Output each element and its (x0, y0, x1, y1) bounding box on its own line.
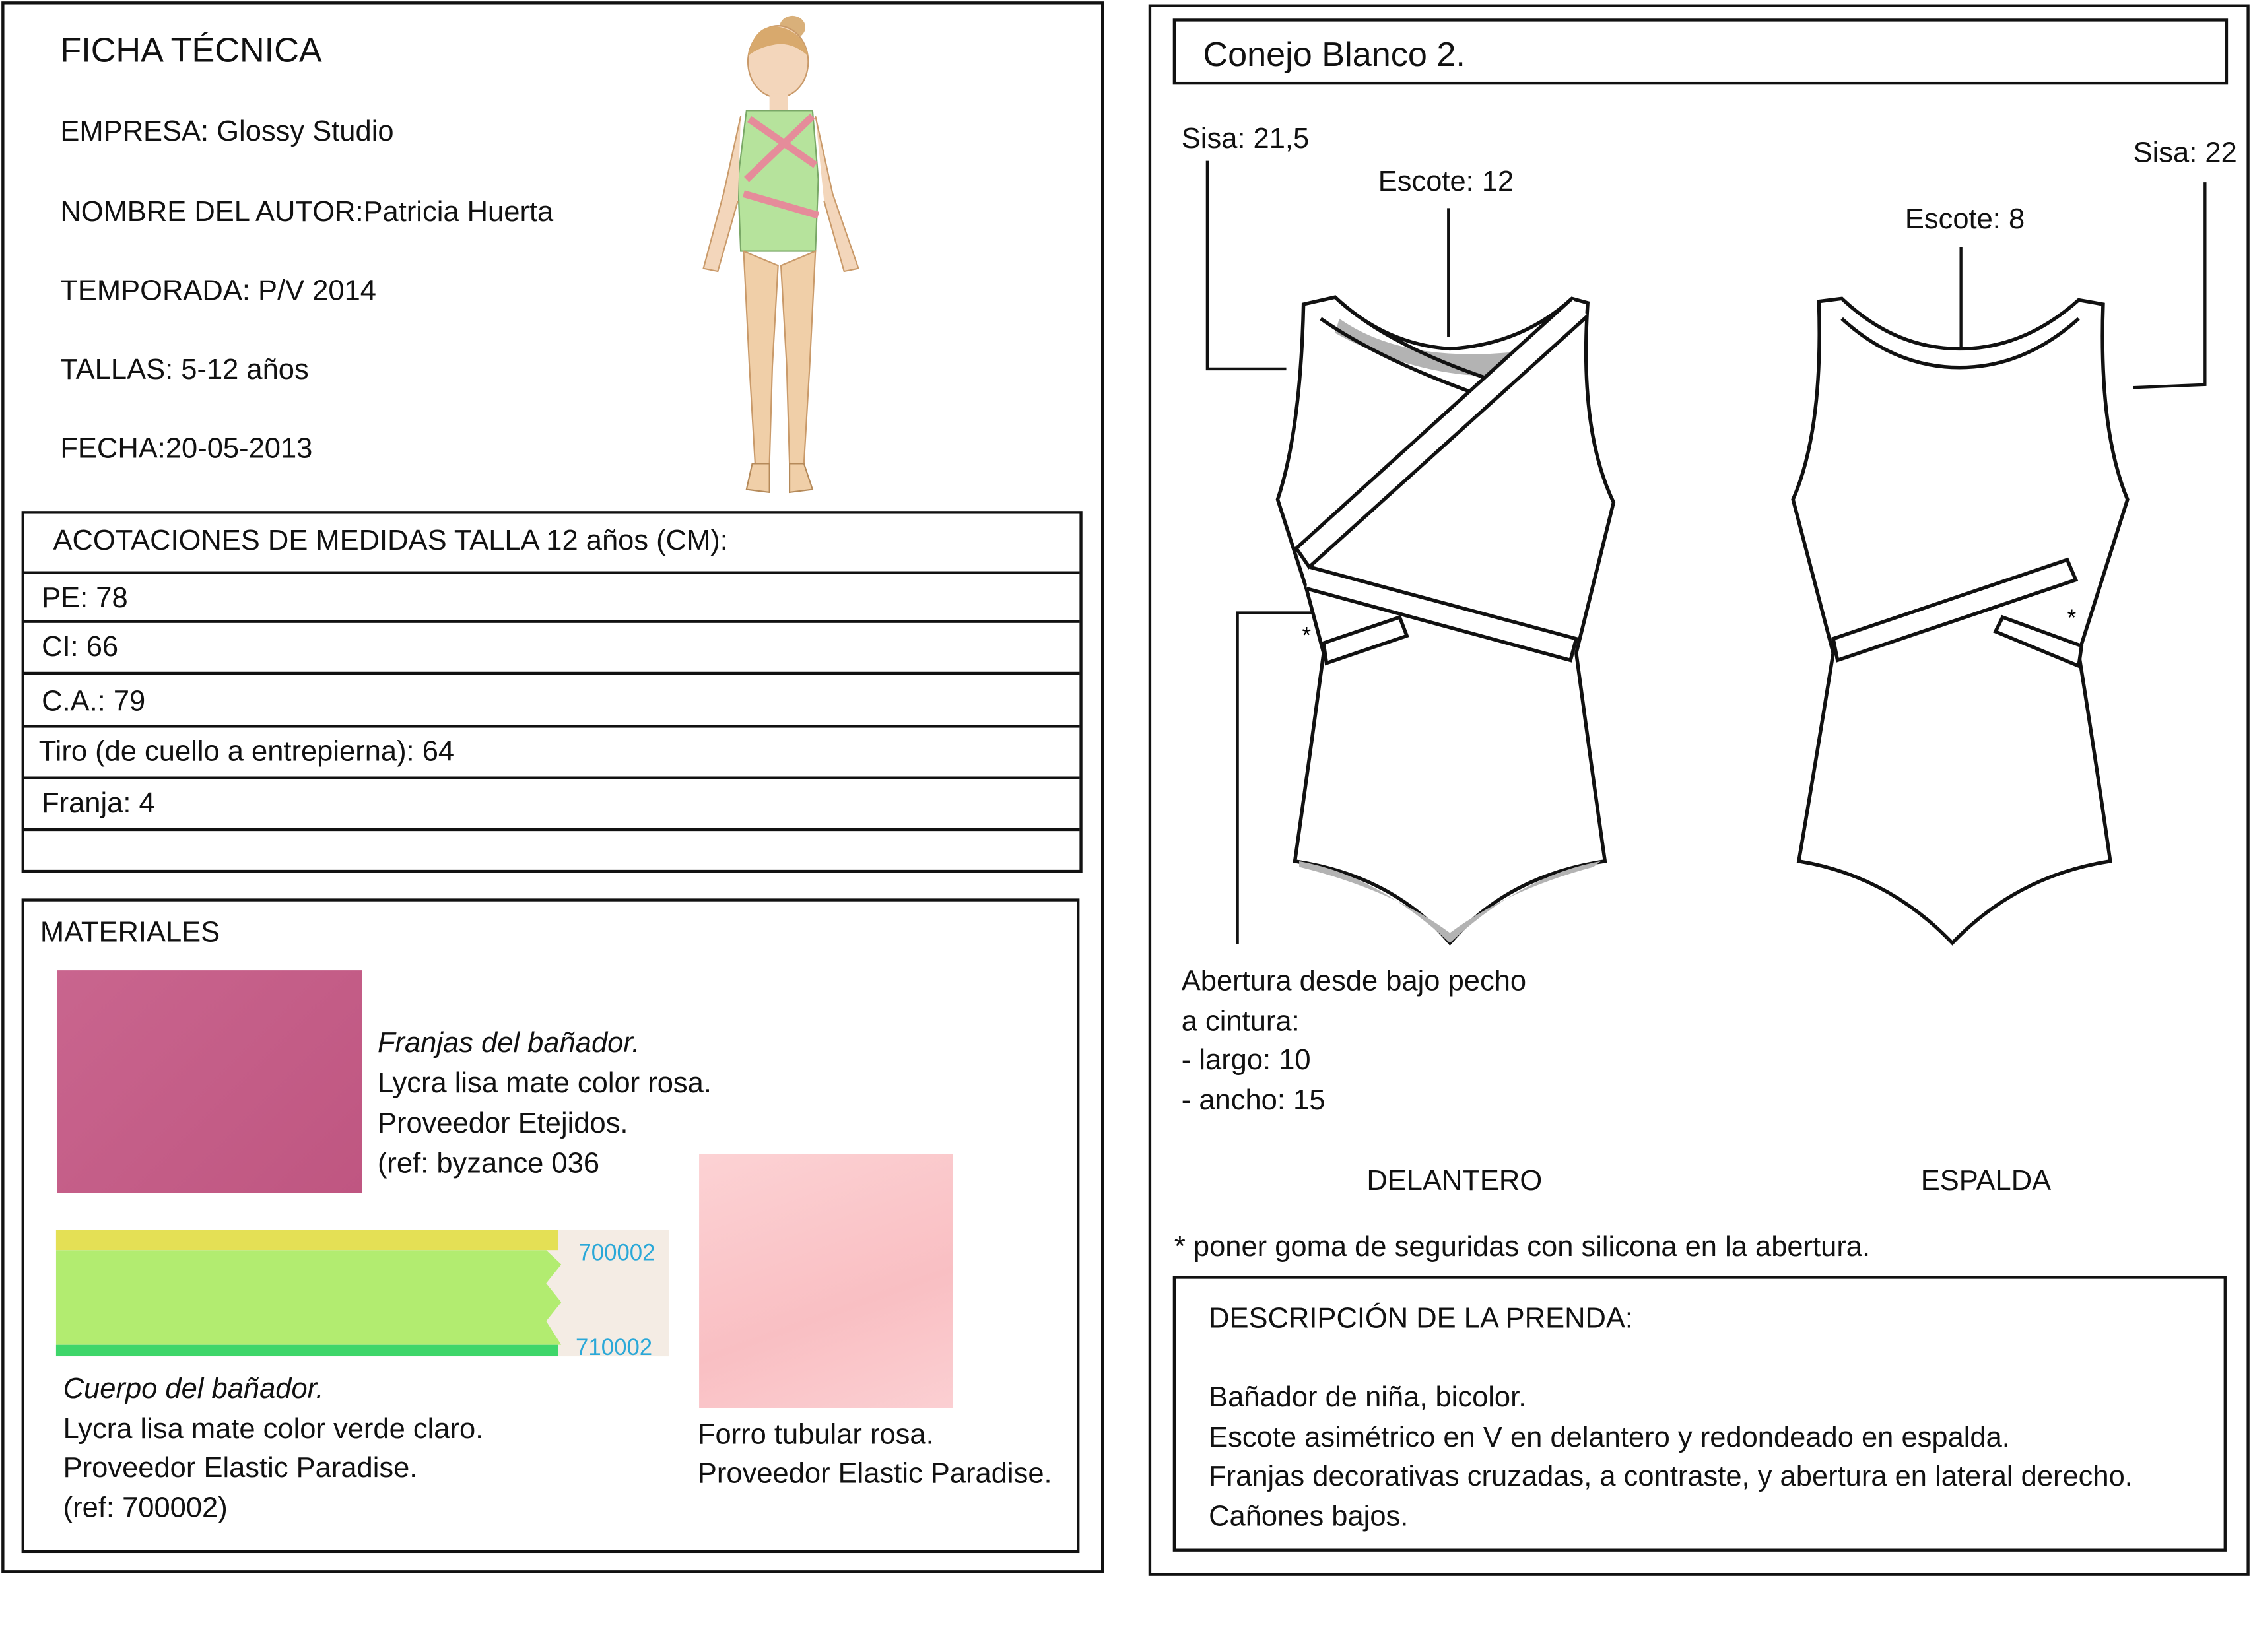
field-value: 5-12 años (181, 354, 309, 386)
green-fabric-swatch: 700002 710002 (55, 1230, 669, 1357)
field-value: P/V 2014 (258, 275, 377, 308)
field-label: TALLAS: (60, 354, 174, 386)
sheet-title: FICHA TÉCNICA (60, 31, 322, 71)
field-label: TEMPORADA: (60, 275, 250, 308)
opening-note: - ancho: 15 (1181, 1085, 1326, 1117)
swatch-code: 710002 (576, 1336, 653, 1357)
table-row: CI: 66 (24, 620, 1080, 663)
field-autor: NOMBRE DEL AUTOR:Patricia Huerta (60, 198, 553, 226)
opening-note: - largo: 10 (1181, 1045, 1311, 1077)
field-label: FECHA: (60, 433, 166, 465)
material-line: Proveedor Etejidos. (377, 1107, 628, 1140)
material-line: (ref: byzance 036 (377, 1148, 600, 1180)
material-line: (ref: 700002) (63, 1492, 228, 1525)
measurement-tiro: Tiro (de cuello a entrepierna): 64 (38, 736, 455, 768)
materials-title: MATERIALES (40, 917, 220, 949)
opening-note: Abertura desde bajo pecho (1181, 966, 1527, 998)
materials-box (21, 898, 1080, 1554)
lining-fabric-swatch (699, 1154, 954, 1408)
back-label: ESPALDA (1920, 1165, 2052, 1197)
swatch-code: 700002 (578, 1241, 655, 1267)
description-line: Escote asimétrico en V en delantero y re… (1209, 1422, 2010, 1454)
model-illustration (702, 15, 859, 494)
right-panel (1148, 4, 2250, 1576)
front-label: DELANTERO (1366, 1165, 1543, 1197)
description-box: DESCRIPCIÓN DE LA PRENDA: Bañador de niñ… (1172, 1276, 2227, 1552)
front-escote-label: Escote: 12 (1378, 166, 1514, 199)
description-line: Cañones bajos. (1209, 1501, 1409, 1533)
back-sisa-leader (2133, 182, 2207, 389)
field-value: Patricia Huerta (363, 196, 554, 228)
opening-note: a cintura: (1181, 1006, 1300, 1038)
back-asterisk: * (2067, 606, 2077, 631)
front-asterisk: * (1302, 623, 1311, 648)
description-line: Franjas decorativas cruzadas, a contrast… (1209, 1461, 2133, 1493)
material-name: Franjas del bañador. (377, 1028, 640, 1059)
pink-fabric-swatch (57, 970, 362, 1193)
back-escote-label: Escote: 8 (1904, 203, 2025, 236)
front-sisa-label: Sisa: 21,5 (1181, 123, 1310, 155)
left-panel (1, 1, 1104, 1573)
material-line: Lycra lisa mate color rosa. (377, 1067, 712, 1100)
description-line: Bañador de niña, bicolor. (1209, 1382, 1527, 1414)
back-sisa-label: Sisa: 22 (2133, 137, 2237, 170)
description-title: DESCRIPCIÓN DE LA PRENDA: (1209, 1303, 1633, 1335)
table-row: Tiro (de cuello a entrepierna): 64 (24, 725, 1080, 768)
field-label: NOMBRE DEL AUTOR: (60, 196, 364, 228)
field-tallas: TALLAS: 5-12 años (60, 356, 308, 384)
measurement-franja: Franja: 4 (42, 787, 155, 820)
table-row: PE: 78 (24, 571, 1080, 614)
field-label: EMPRESA: (60, 116, 209, 148)
material-line: Lycra lisa mate color verde claro. (63, 1414, 484, 1445)
measurements-title: ACOTACIONES DE MEDIDAS TALLA 12 años (CM… (53, 525, 728, 557)
measurements-table: ACOTACIONES DE MEDIDAS TALLA 12 años (CM… (21, 511, 1083, 873)
field-empresa: EMPRESA: Glossy Studio (60, 117, 393, 146)
measurement-ci: CI: 66 (42, 631, 119, 663)
table-row (24, 828, 1080, 832)
front-sisa-leader (1205, 160, 1287, 371)
measurement-ca: C.A.: 79 (42, 686, 146, 718)
back-garment (1791, 296, 2130, 946)
material-line: Proveedor Elastic Paradise. (63, 1452, 418, 1484)
front-garment (1275, 295, 1616, 946)
measurement-pe: PE: 78 (42, 582, 128, 614)
material-line: Proveedor Elastic Paradise. (697, 1458, 1052, 1490)
footnote: * poner goma de seguridas con silicona e… (1174, 1231, 1871, 1263)
field-fecha: FECHA:20-05-2013 (60, 435, 312, 463)
material-line: Forro tubular rosa. (697, 1419, 934, 1451)
design-title: Conejo Blanco 2. (1203, 36, 1465, 75)
design-title-box: Conejo Blanco 2. (1172, 18, 2229, 85)
table-row: C.A.: 79 (24, 671, 1080, 717)
field-temporada: TEMPORADA: P/V 2014 (60, 277, 376, 306)
table-row: Franja: 4 (24, 776, 1080, 820)
material-name: Cuerpo del bañador. (63, 1373, 324, 1406)
opening-leader (1236, 611, 1343, 944)
field-value: Glossy Studio (217, 116, 394, 148)
field-value: 20-05-2013 (165, 433, 313, 465)
